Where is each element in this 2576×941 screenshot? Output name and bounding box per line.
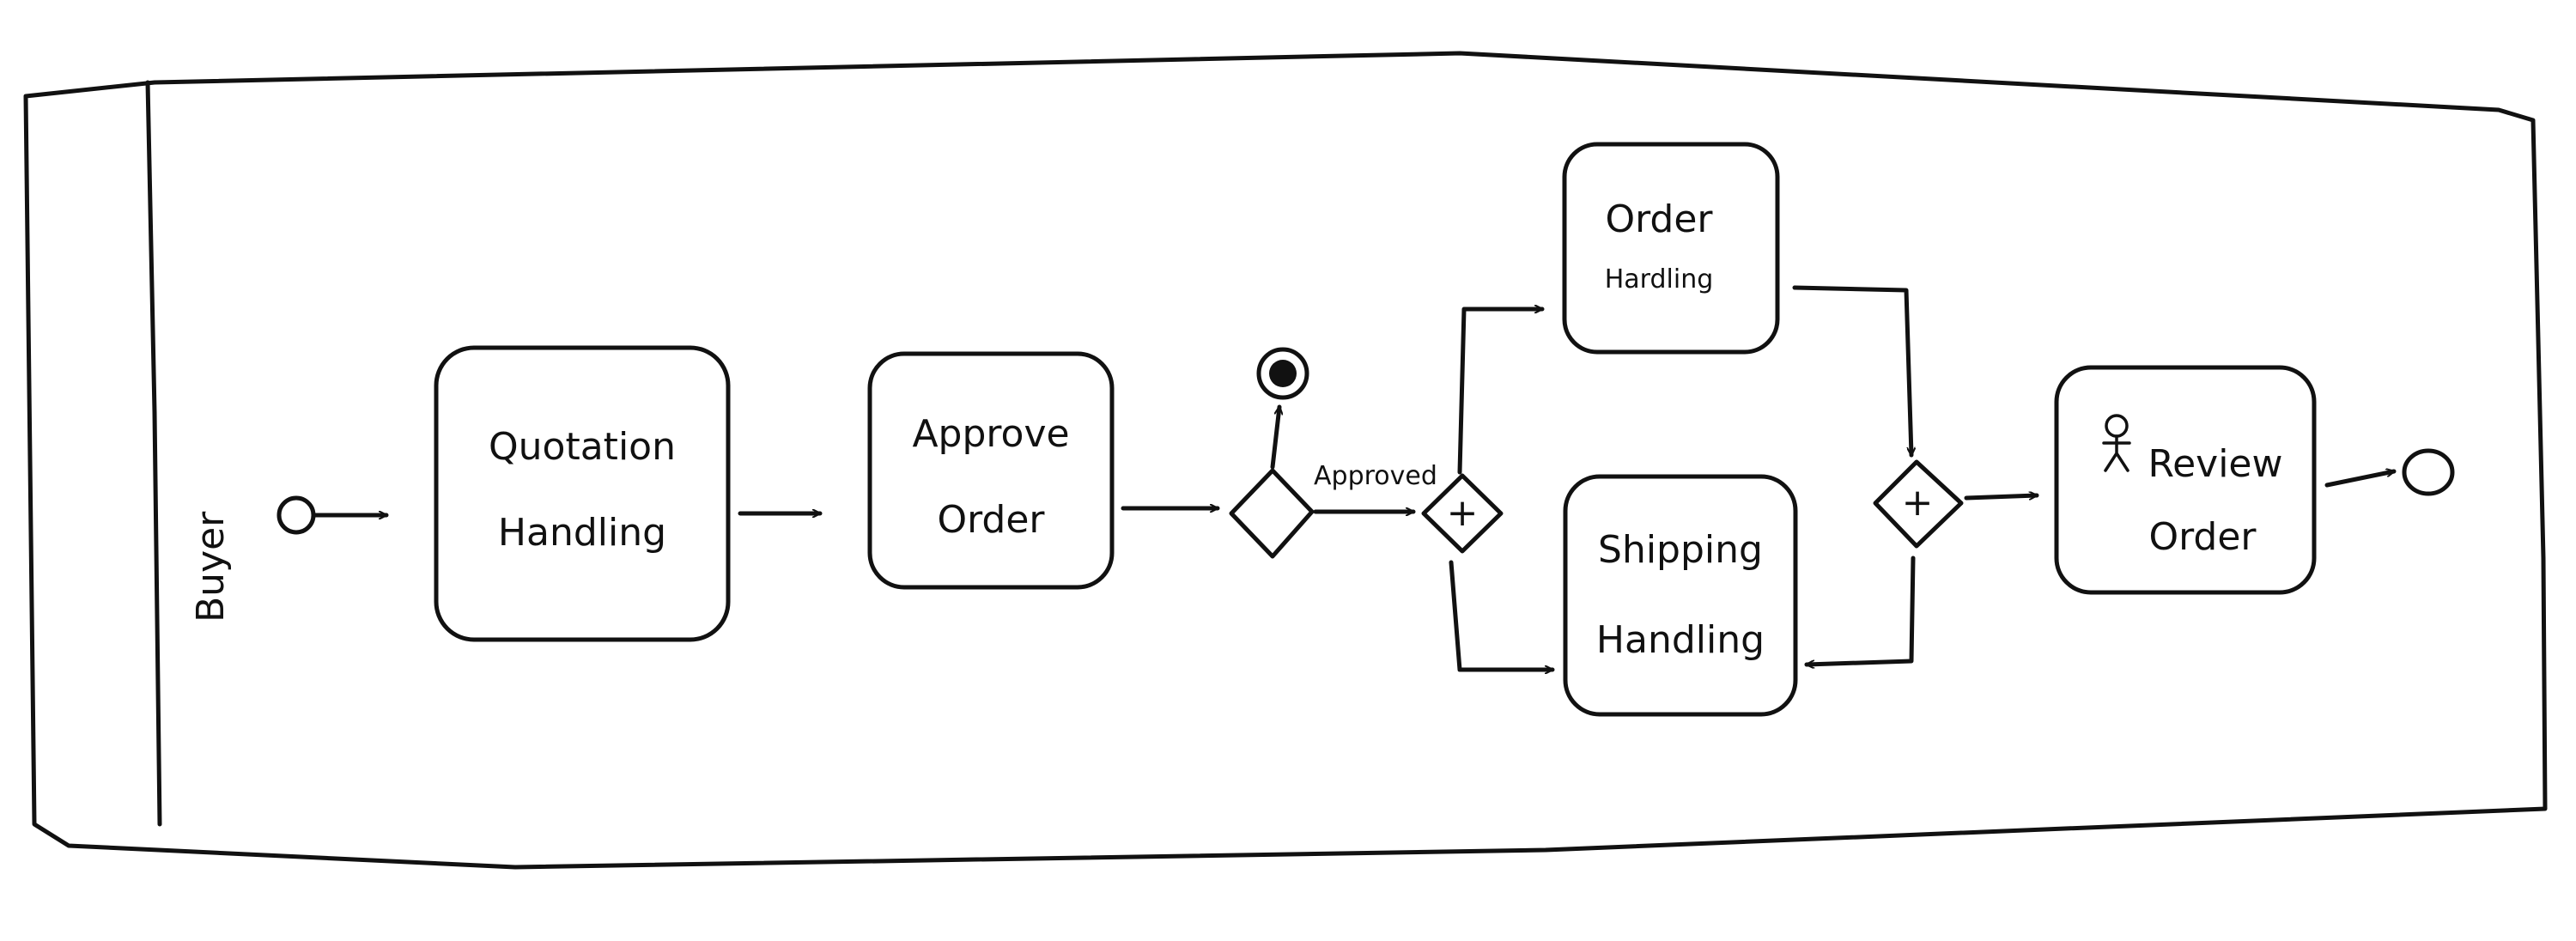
- task-label-line2: Handling: [1596, 618, 1765, 662]
- task-label-line2: Order: [2148, 515, 2257, 559]
- gateway-symbol: +: [1447, 491, 1479, 535]
- task-label-line2: Handling: [498, 511, 666, 555]
- flow-join-to-shipping: [1804, 555, 1916, 665]
- flow-review-to-end: [2324, 471, 2397, 488]
- task-quotation-handling[interactable]: Quotation Handling: [434, 345, 731, 642]
- task-label-line1: Review: [2148, 442, 2283, 486]
- lane-label: Buyer: [189, 511, 233, 622]
- flow-split-to-order-handling: [1457, 309, 1545, 475]
- user-task-icon: [2102, 414, 2131, 472]
- task-review-order[interactable]: Review Order: [2054, 365, 2317, 595]
- terminate-end-event-icon: [1256, 347, 1309, 400]
- task-label-line1: Approve: [912, 412, 1069, 456]
- task-label-line1: Quotation: [489, 425, 676, 469]
- approved-flow-label: Approved: [1314, 461, 1437, 491]
- flow-order-handling-to-join: [1792, 285, 1911, 458]
- gateway-symbol: +: [1902, 481, 1934, 525]
- task-label-line2: Hardling: [1605, 264, 1714, 294]
- task-order-handling[interactable]: Order Hardling: [1562, 142, 1780, 355]
- exclusive-gateway: [1229, 468, 1315, 559]
- parallel-join-gateway: +: [1873, 459, 1964, 549]
- task-shipping-handling[interactable]: Shipping Handling: [1563, 474, 1798, 717]
- flow-split-to-shipping: [1449, 560, 1555, 670]
- start-event-icon: [276, 495, 316, 535]
- buyer-pool: Buyer: [23, 51, 2548, 870]
- task-label-line1: Order: [1605, 197, 1713, 241]
- end-event-icon: [2402, 448, 2455, 496]
- flow-decision-to-end: [1270, 404, 1279, 470]
- task-approve-order[interactable]: Approve Order: [867, 351, 1115, 590]
- task-label-line1: Shipping: [1598, 528, 1763, 572]
- parallel-split-gateway: +: [1421, 473, 1504, 554]
- flow-join-to-review: [1964, 495, 2039, 501]
- task-label-line2: Order: [937, 498, 1045, 542]
